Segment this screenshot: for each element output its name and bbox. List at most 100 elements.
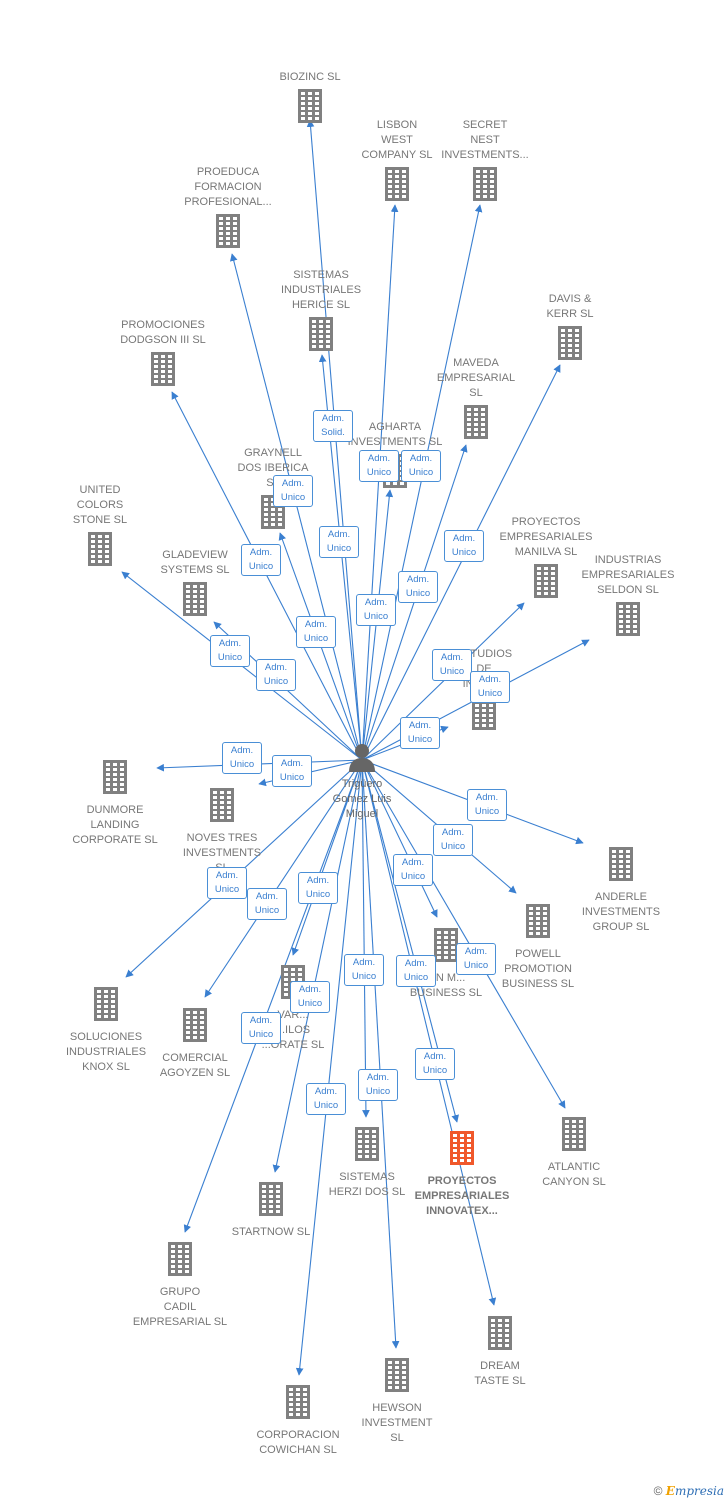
role-badge[interactable]: Adm. Unico [256,659,296,691]
role-badge[interactable]: Adm. Unico [298,872,338,904]
company-node-cadil[interactable]: GRUPO CADIL EMPRESARIAL SL [115,1242,245,1330]
building-icon [509,1117,639,1156]
company-node-biozinc[interactable]: BIOZINC SL [245,70,375,128]
role-badge[interactable]: Adm. Unico [344,954,384,986]
company-node-soluciones[interactable]: SOLUCIONES INDUSTRIALES KNOX SL [41,987,171,1075]
role-badge[interactable]: Adm. Unico [400,717,440,749]
copyright-symbol: © [653,1484,663,1498]
company-label: ANDERLE INVESTMENTS GROUP SL [581,891,661,933]
building-icon [206,1182,336,1221]
edge-dodgson [171,391,363,761]
role-badge[interactable]: Adm. Unico [396,955,436,987]
company-node-innovatex[interactable]: PROYECTOS EMPRESARIALES INNOVATEX... [397,1131,527,1219]
role-badge[interactable]: Adm. Unico [356,594,396,626]
role-badge[interactable]: Adm. Unico [241,544,281,576]
role-badge[interactable]: Adm. Unico [290,981,330,1013]
company-node-dodgson[interactable]: PROMOCIONES DODGSON III SL [98,318,228,391]
company-node-lisbon[interactable]: LISBON WEST COMPANY SL [332,118,462,206]
role-badge[interactable]: Adm. Unico [247,888,287,920]
building-icon [157,788,287,827]
company-node-gladeview[interactable]: GLADEVIEW SYSTEMS SL [130,548,260,621]
building-icon [481,564,611,603]
role-badge[interactable]: Adm. Unico [207,867,247,899]
role-badge[interactable]: Adm. Unico [401,450,441,482]
role-badge[interactable]: Adm. Unico [210,635,250,667]
company-node-dunmore[interactable]: DUNMORE LANDING CORPORATE SL [50,760,180,848]
building-icon [473,904,603,943]
company-label: PROYECTOS EMPRESARIALES INNOVATEX... [414,1175,510,1217]
building-icon [381,928,511,967]
company-node-manilva[interactable]: PROYECTOS EMPRESARIALES MANILVA SL [481,515,611,603]
role-badge[interactable]: Adm. Unico [241,1012,281,1044]
role-badge[interactable]: Adm. Unico [306,1083,346,1115]
company-node-hewson[interactable]: HEWSON INVESTMENT SL [332,1358,462,1446]
building-icon [130,582,260,621]
role-badge[interactable]: Adm. Unico [467,789,507,821]
building-icon [50,760,180,799]
role-badge[interactable]: Adm. Unico [470,671,510,703]
role-badge[interactable]: Adm. Unico [319,526,359,558]
company-node-united[interactable]: UNITED COLORS STONE SL [35,483,165,571]
building-icon [563,602,693,641]
role-badge[interactable]: Adm. Unico [273,475,313,507]
role-badge[interactable]: Adm. Unico [398,571,438,603]
edge-business [361,759,438,918]
company-label: PROYECTOS EMPRESARIALES MANILVA SL [499,516,593,558]
edge-vardilos [291,759,363,956]
role-badge[interactable]: Adm. Unico [359,450,399,482]
company-node-herice[interactable]: SISTEMAS INDUSTRIALES HERICE SL [256,268,386,356]
company-node-herzi[interactable]: SISTEMAS HERZI DOS SL [302,1127,432,1200]
company-node-proeduca[interactable]: PROEDUCA FORMACION PROFESIONAL... [163,165,293,253]
company-node-agoyzen[interactable]: COMERCIAL AGOYZEN SL [130,1008,260,1081]
edge-agoyzen [204,759,363,998]
building-icon [245,89,375,128]
company-label: MAVEDA EMPRESARIAL SL [436,357,516,399]
company-node-anderle[interactable]: ANDERLE INVESTMENTS GROUP SL [556,847,686,935]
company-label: LISBON WEST COMPANY SL [361,119,433,161]
company-label: SISTEMAS HERZI DOS SL [328,1171,406,1198]
role-badge[interactable]: Adm. Unico [272,755,312,787]
building-icon [233,1385,363,1424]
role-badge[interactable]: Adm. Unico [393,854,433,886]
role-badge[interactable]: Adm. Solid. [313,410,353,442]
edge-startnow [272,759,363,1173]
company-node-powell[interactable]: POWELL PROMOTION BUSINESS SL [473,904,603,992]
company-node-startnow[interactable]: STARTNOW SL [206,1182,336,1240]
company-label: PROEDUCA FORMACION PROFESIONAL... [184,166,272,208]
company-label: PROMOCIONES DODGSON III SL [120,319,206,346]
company-node-noves[interactable]: NOVES TRES INVESTMENTS SL [157,788,287,876]
company-label: DUNMORE LANDING CORPORATE SL [72,804,158,846]
company-label: DREAM TASTE SL [474,1360,526,1387]
company-node-cowichan[interactable]: CORPORACION COWICHAN SL [233,1385,363,1458]
building-icon [98,352,228,391]
role-badge[interactable]: Adm. Unico [222,742,262,774]
footer-brand: © Empresia [654,1484,724,1498]
edge-cadil [183,759,363,1233]
role-badge[interactable]: Adm. Unico [358,1069,398,1101]
role-badge[interactable]: Adm. Unico [433,824,473,856]
company-label: CORPORACION COWICHAN SL [256,1429,340,1456]
edge-secret [361,204,483,761]
company-node-davis[interactable]: DAVIS & KERR SL [505,292,635,365]
edge-atlantic [361,759,566,1109]
company-label: HEWSON INVESTMENT SL [361,1402,433,1444]
role-badge[interactable]: Adm. Unico [415,1048,455,1080]
role-badge[interactable]: Adm. Unico [432,649,472,681]
center-person-name: Trigüero Gomez Luis Miguel [332,778,392,820]
company-node-secret[interactable]: SECRET NEST INVESTMENTS... [420,118,550,206]
role-badge[interactable]: Adm. Unico [456,943,496,975]
company-label: SOLUCIONES INDUSTRIALES KNOX SL [65,1031,147,1073]
role-badge[interactable]: Adm. Unico [444,530,484,562]
company-label: AGHARTA INVESTMENTS SL [347,421,443,448]
edge-davis [361,364,561,761]
building-icon [302,1127,432,1166]
company-node-maveda[interactable]: MAVEDA EMPRESARIAL SL [411,356,541,444]
building-icon [420,167,550,206]
center-person[interactable]: Trigüero Gomez Luis Miguel [312,742,412,822]
company-label: DAVIS & KERR SL [546,293,594,320]
role-badge[interactable]: Adm. Unico [296,616,336,648]
company-node-atlantic[interactable]: ATLANTIC CANYON SL [509,1117,639,1190]
company-label: ATLANTIC CANYON SL [542,1161,606,1188]
company-node-dream[interactable]: DREAM TASTE SL [435,1316,565,1389]
company-node-seldon[interactable]: INDUSTRIAS EMPRESARIALES SELDON SL [563,553,693,641]
